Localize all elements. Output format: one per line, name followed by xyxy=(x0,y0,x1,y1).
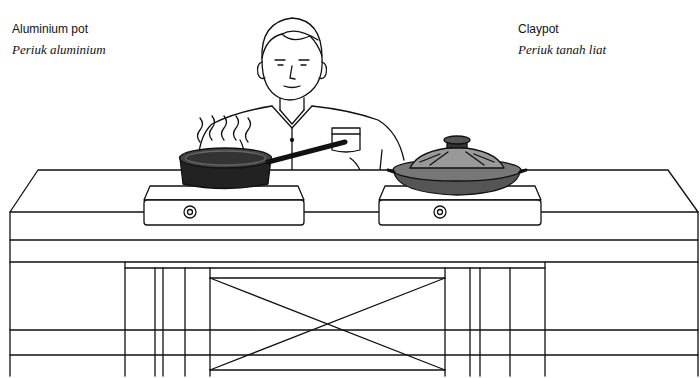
part-name-translation: Periuk tanah liat xyxy=(518,42,606,58)
man-figure xyxy=(198,18,404,170)
claypot xyxy=(388,136,526,195)
table xyxy=(10,170,698,376)
part-name: Claypot xyxy=(518,22,559,36)
hotplate-left xyxy=(144,186,304,225)
aluminium-pot xyxy=(180,116,346,189)
part-name-translation: Periuk aluminium xyxy=(12,42,106,58)
part-name: Aluminium pot xyxy=(12,22,88,36)
